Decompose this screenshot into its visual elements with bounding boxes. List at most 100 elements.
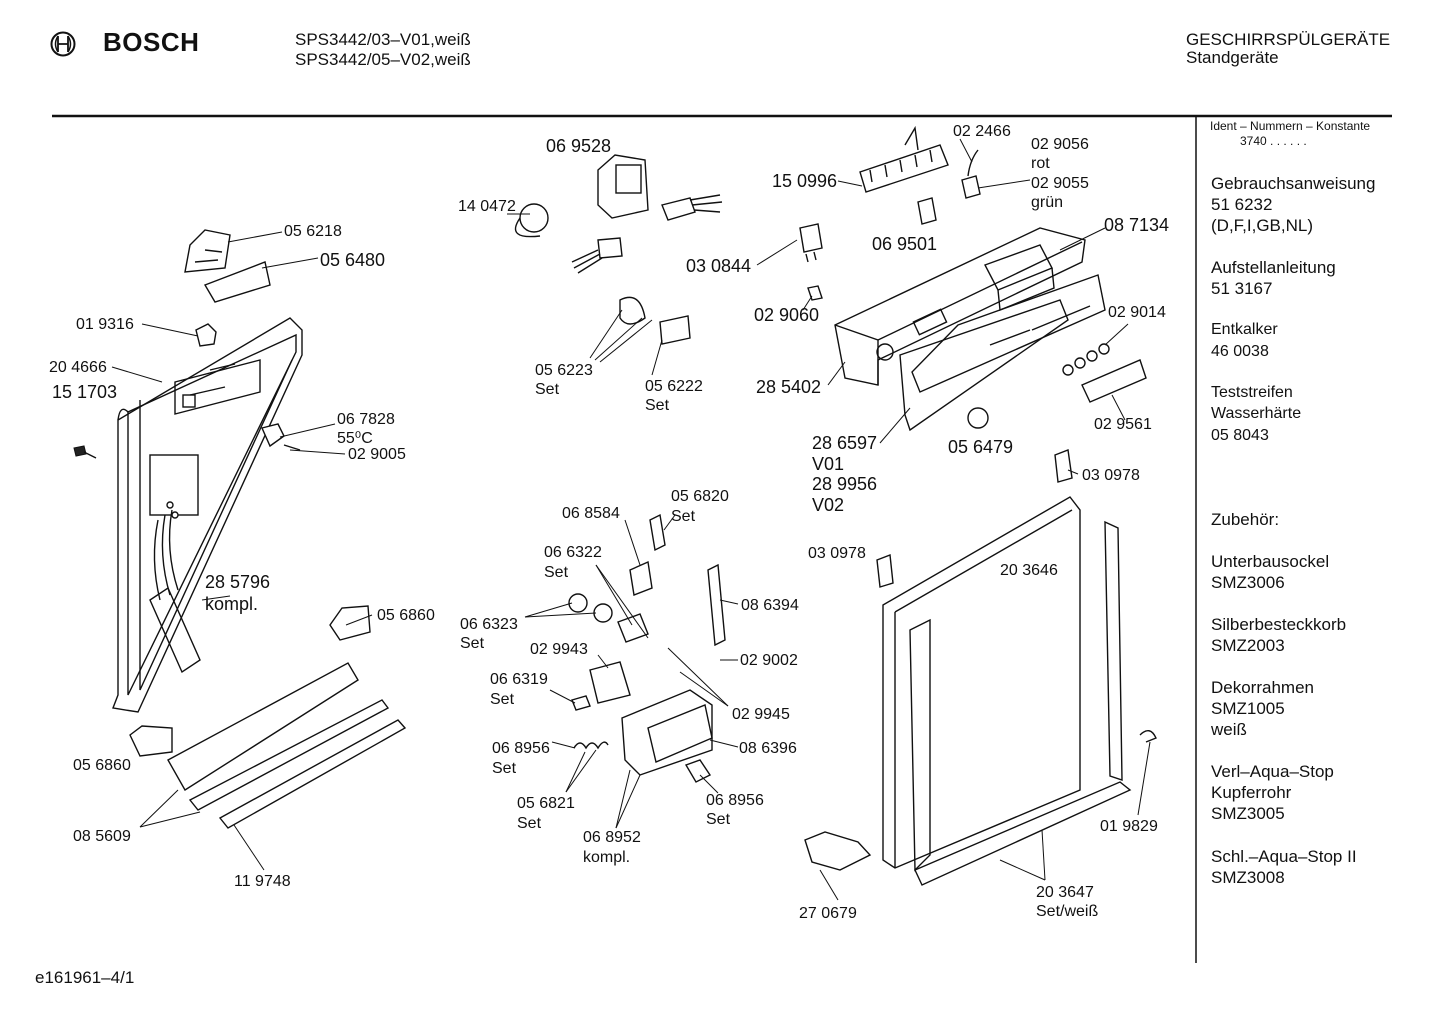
part-label: 02 9005 — [348, 446, 406, 463]
part-label: 02 9055 — [1031, 175, 1089, 192]
part-label: 05 6820 — [671, 488, 729, 505]
keypad-module — [984, 244, 1055, 312]
sidebar-text: SMZ3005 — [1211, 804, 1285, 823]
cam-part — [619, 296, 646, 325]
part-label: Set — [492, 760, 517, 777]
part-label: V02 — [812, 495, 844, 515]
part-label: 02 9943 — [530, 641, 588, 658]
part-label: 05 6860 — [73, 757, 131, 774]
part-label: 28 5796 — [205, 572, 270, 592]
part-label: 20 3647 — [1036, 884, 1094, 901]
cylinder-part — [617, 613, 649, 643]
part-label: 08 7134 — [1104, 215, 1169, 235]
brand-name: BOSCH — [103, 27, 200, 57]
part-label: Set — [460, 635, 485, 652]
sidebar-text: SMZ3008 — [1211, 868, 1285, 887]
part-label: 03 0978 — [808, 545, 866, 562]
part-label: 02 9014 — [1108, 304, 1166, 321]
part-label: 06 9528 — [546, 136, 611, 156]
screw-part — [73, 445, 97, 459]
bosch-logo-icon — [50, 31, 76, 57]
part-label: 08 6396 — [739, 740, 797, 757]
front-panel-fascia — [911, 274, 1106, 393]
clip-part — [195, 323, 217, 347]
sidebar-text: weiß — [1211, 720, 1247, 739]
part-label: 06 6323 — [460, 616, 518, 633]
contact-part — [659, 315, 691, 345]
part-label: 05 6222 — [645, 378, 703, 395]
sidebar-text: Verl–Aqua–Stop — [1211, 762, 1334, 781]
part-label: 06 8584 — [562, 505, 620, 522]
indicator-part — [917, 197, 937, 225]
part-label: 02 9056 — [1031, 136, 1089, 153]
part-label: 02 9002 — [740, 652, 798, 669]
part-label: 06 8956 — [492, 740, 550, 757]
part-labels: 05 6218 05 6480 01 9316 20 4666 15 1703 … — [49, 123, 1169, 922]
screw-part — [1139, 730, 1157, 743]
outer-door-panel — [882, 496, 1081, 869]
cover-plate — [899, 299, 1069, 432]
part-label: Set — [706, 811, 731, 828]
sidebar-text: 05 8043 — [1211, 427, 1269, 444]
model-line-1: SPS3442/03–V01,weiß — [295, 30, 471, 49]
part-label: 05 6218 — [284, 223, 342, 240]
part-label: 02 9561 — [1094, 416, 1152, 433]
seal-frame-part — [589, 661, 631, 704]
part-label: 20 4666 — [49, 359, 107, 376]
seal-ring-part — [593, 603, 613, 623]
sidebar-text: 51 3167 — [1211, 279, 1273, 298]
sidebar-text: Zubehör: — [1211, 510, 1280, 529]
part-label: 06 6319 — [490, 671, 548, 688]
part-label: 28 9956 — [812, 474, 877, 494]
inner-door-panel — [112, 317, 303, 713]
program-timer — [571, 154, 723, 274]
hinge-bracket — [184, 229, 271, 303]
part-label: 08 6394 — [741, 597, 799, 614]
part-label: rot — [1031, 155, 1050, 172]
seal-ring-part — [568, 593, 588, 613]
lock-frame-part — [647, 704, 713, 763]
part-label: 02 9945 — [732, 706, 790, 723]
part-label: 06 6322 — [544, 544, 602, 561]
part-label: Set — [671, 508, 696, 525]
ident-value: 3740 . . . . . . — [1240, 134, 1307, 148]
sidebar-text: Gebrauchsanweisung — [1211, 174, 1376, 193]
sidebar-text: SMZ1005 — [1211, 699, 1285, 718]
hinge-block-part — [129, 725, 173, 757]
part-label: 01 9829 — [1100, 818, 1158, 835]
part-label: Set/weiß — [1036, 903, 1098, 920]
button-set-part — [1081, 359, 1147, 403]
part-label: 28 6597 — [812, 433, 877, 453]
knob-part — [684, 759, 712, 783]
part-label: kompl. — [205, 594, 258, 614]
part-label: 06 8956 — [706, 792, 764, 809]
part-label: kompl. — [583, 849, 630, 866]
part-label: 05 6480 — [320, 250, 385, 270]
sidebar-text: Kupferrohr — [1211, 783, 1292, 802]
part-label: 08 5609 — [73, 828, 131, 845]
part-label: 15 0996 — [772, 171, 837, 191]
part-label: 05 6223 — [535, 362, 593, 379]
cap-part — [876, 554, 894, 588]
part-label: 06 9501 — [872, 234, 937, 254]
part-label: 01 9316 — [76, 316, 134, 333]
part-label: 03 0978 — [1082, 467, 1140, 484]
sidebar-text: Dekorrahmen — [1211, 678, 1314, 697]
sidebar-text: Entkalker — [1211, 321, 1278, 338]
sidebar-text: Aufstellanleitung — [1211, 258, 1336, 277]
control-panel-housing — [834, 227, 1086, 386]
sidebar-text: Silberbesteckkorb — [1211, 615, 1347, 634]
part-label: 11 9748 — [234, 873, 291, 890]
pin-part — [571, 695, 591, 711]
rod-part — [707, 563, 726, 647]
part-label: 27 0679 — [799, 905, 857, 922]
sidebar-text: Schl.–Aqua–Stop II — [1211, 847, 1357, 866]
part-label: Set — [535, 381, 560, 398]
sidebar-text: 51 6232 — [1211, 195, 1273, 214]
part-label: 05 6479 — [948, 437, 1013, 457]
part-label: grün — [1031, 194, 1063, 211]
model-line-2: SPS3442/05–V02,weiß — [295, 50, 471, 69]
part-label: 02 2466 — [953, 123, 1011, 140]
footer-code: e161961–4/1 — [35, 968, 135, 987]
